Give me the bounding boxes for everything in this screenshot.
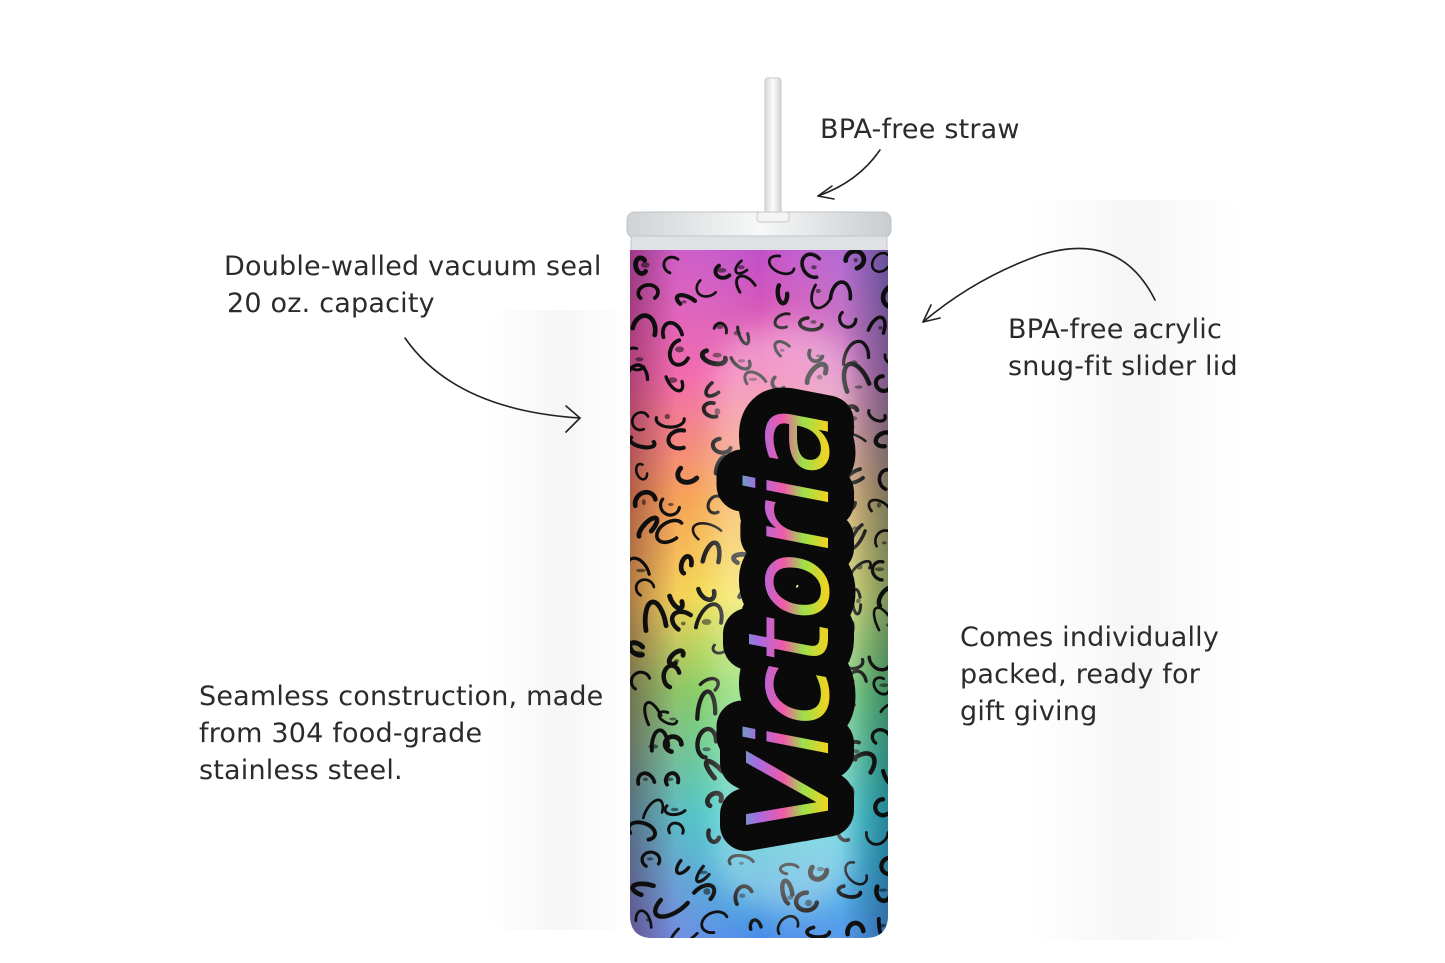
callout-straw: BPA-free straw bbox=[820, 111, 1020, 148]
slider-lid bbox=[626, 211, 892, 253]
callout-lid-line-2: snug-fit slider lid bbox=[1008, 351, 1238, 382]
callout-construction: Seamless construction, made from 304 foo… bbox=[199, 678, 604, 789]
callout-packaging-line-2: packed, ready for bbox=[960, 659, 1201, 690]
callout-packaging-line-1: Comes individually bbox=[960, 622, 1220, 653]
name-outline: Victoria bbox=[725, 406, 855, 834]
callout-construction-line-3: stainless steel. bbox=[199, 755, 403, 786]
arrow-vacuum bbox=[404, 337, 581, 419]
tumbler-body bbox=[630, 250, 888, 938]
callout-straw-line-1: BPA-free straw bbox=[820, 114, 1020, 145]
callout-vacuum-line-1: Double-walled vacuum seal bbox=[224, 251, 602, 282]
callout-lid-line-1: BPA-free acrylic bbox=[1008, 314, 1223, 345]
callout-construction-line-1: Seamless construction, made bbox=[199, 681, 604, 712]
callout-construction-line-2: from 304 food-grade bbox=[199, 718, 483, 749]
background-tumbler-left bbox=[490, 310, 630, 930]
callout-packaging: Comes individually packed, ready for gif… bbox=[960, 619, 1219, 730]
callout-vacuum-line-2: 20 oz. capacity bbox=[227, 288, 435, 319]
callout-packaging-line-3: gift giving bbox=[960, 696, 1098, 727]
callout-vacuum: Double-walled vacuum seal 20 oz. capacit… bbox=[224, 248, 602, 322]
callout-lid: BPA-free acrylic snug-fit slider lid bbox=[1008, 311, 1238, 385]
personalized-name: Victoria Victoria bbox=[699, 380, 881, 860]
arrow-straw bbox=[817, 149, 881, 197]
name-text: Victoria bbox=[725, 406, 855, 834]
background-tumbler-right bbox=[1030, 200, 1240, 940]
arrow-lid bbox=[922, 247, 1156, 323]
